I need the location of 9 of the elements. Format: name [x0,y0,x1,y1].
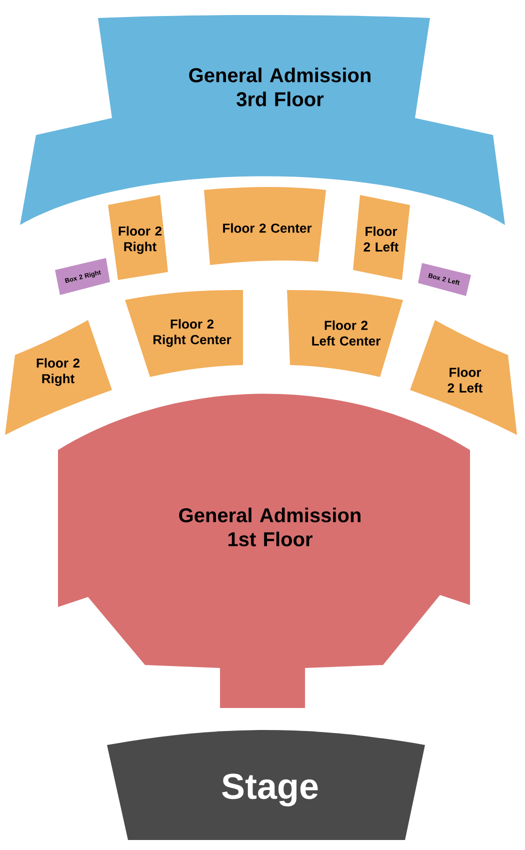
seating-section: Floor 2 Left Center [287,290,403,377]
seating-section: General Admission 1st Floor [58,394,470,708]
seating-section: Floor 2 Right [5,320,112,435]
stage: Stage [107,730,425,840]
seating-section: Floor 2 Left [410,320,517,435]
seating-section: Floor 2 Right Center [125,290,243,377]
seating-section: Floor 2 Left [353,195,410,280]
seating-section: Floor 2 Right [108,195,168,280]
seating-section: Floor 2 Center [204,187,326,265]
